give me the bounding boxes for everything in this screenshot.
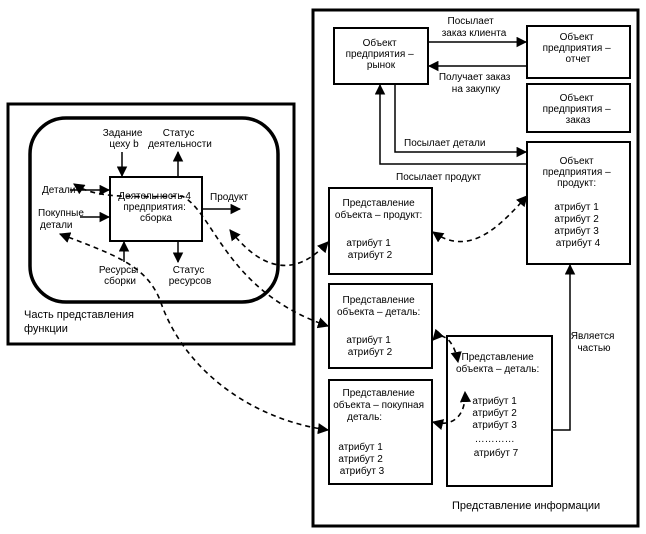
product-view-label: Представление объекта – продукт: атрибут…	[335, 198, 425, 261]
link-detail-views	[432, 328, 462, 364]
detail-view-box-1	[328, 283, 433, 369]
receives-order-label: Получает заказ на закупку	[439, 72, 513, 95]
sends-details-label: Посылает детали	[404, 138, 485, 149]
detail-view-label-1: Представление объекта – деталь: атрибут …	[337, 295, 423, 358]
order-object-label: Объект предприятия – заказ	[543, 92, 614, 126]
report-object-label: Объект предприятия – отчет	[543, 31, 614, 65]
sends-product-label: Посылает продукт	[396, 172, 482, 183]
report-object-box	[526, 25, 631, 79]
market-object-box	[333, 27, 429, 85]
purchased-detail-view-box	[328, 379, 433, 485]
information-part-title: Представление информации	[452, 500, 600, 512]
link-purchased-function-view	[58, 232, 330, 435]
sends-details-arrow	[394, 84, 528, 158]
purchased-details-label: Покупные детали	[38, 208, 87, 231]
details-label: Детали	[42, 185, 75, 196]
market-object-label: Объект предприятия – рынок	[346, 37, 417, 71]
sends-product-arrow	[374, 83, 527, 165]
status-activity-label: Статус деятельности	[148, 128, 212, 150]
link-purchased-detail-views	[431, 390, 472, 430]
order-object-box	[526, 83, 631, 133]
task-label: Задание цеху b	[103, 128, 145, 150]
is-part-arrow	[552, 263, 576, 431]
function-part-title: Часть представления функции	[24, 309, 137, 335]
resource-status-label: Статус ресурсов	[169, 265, 212, 287]
product-label: Продукт	[210, 192, 248, 203]
detail-view-label-2: Представление объекта – деталь: атрибут …	[456, 352, 542, 459]
sends-order-label: Посылает заказ клиента	[442, 16, 507, 39]
is-part-label: Является частью	[571, 331, 617, 354]
purchased-detail-view-label: Представление объекта – покупная деталь:…	[333, 388, 427, 477]
product-object-label: Объект предприятия – продукт: атрибут 1 …	[543, 155, 614, 249]
product-object-box	[526, 141, 631, 265]
link-product-view-object	[432, 195, 528, 243]
